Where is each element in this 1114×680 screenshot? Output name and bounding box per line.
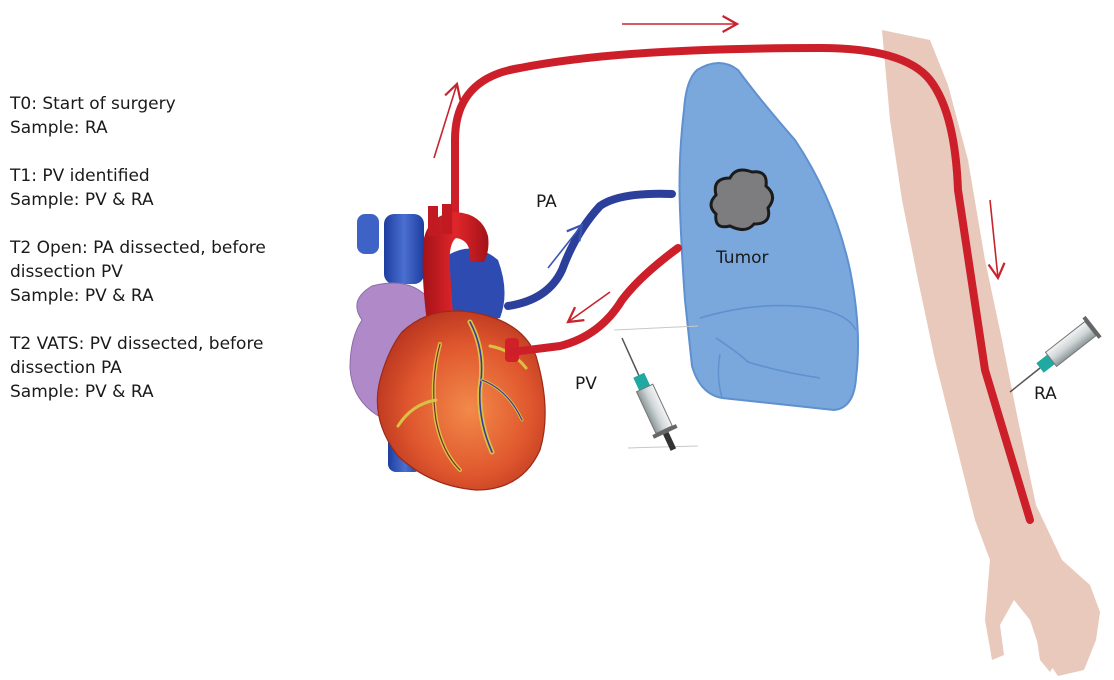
- legend-t2-vats-detail: dissection PA: [10, 356, 330, 380]
- sampling-legend: T0: Start of surgery Sample: RA T1: PV i…: [10, 92, 330, 428]
- legend-t1-sample: Sample: PV & RA: [10, 188, 330, 212]
- legend-t1: T1: PV identified Sample: PV & RA: [10, 164, 330, 212]
- lung: [680, 63, 859, 410]
- lung-lobe: [680, 63, 859, 410]
- syringe-ra: [1010, 316, 1102, 392]
- label-ra: RA: [1034, 384, 1057, 404]
- syringe-pv-barrel: [636, 384, 672, 433]
- vein-branch-left: [357, 214, 379, 254]
- vena-cava-superior: [384, 214, 424, 284]
- syringe-pv-frame-top: [614, 326, 698, 330]
- heart: [350, 204, 545, 490]
- aorta-branch-2: [442, 204, 452, 234]
- label-tumor: Tumor: [716, 248, 769, 268]
- syringe-pv-frame-bottom: [628, 446, 698, 448]
- syringe-pv-needle: [622, 338, 640, 378]
- syringe-pv-plunger: [663, 432, 676, 451]
- legend-t0: T0: Start of surgery Sample: RA: [10, 92, 330, 140]
- legend-t2-vats: T2 VATS: PV dissected, before dissection…: [10, 332, 330, 404]
- flow-arrow-descending: [990, 200, 998, 278]
- legend-t2-vats-time: T2 VATS: PV dissected, before: [10, 332, 330, 356]
- syringe-pv: [614, 326, 698, 455]
- legend-t0-sample: Sample: RA: [10, 116, 330, 140]
- legend-t1-time: T1: PV identified: [10, 164, 330, 188]
- label-pa: PA: [536, 192, 557, 212]
- legend-t2-vats-sample: Sample: PV & RA: [10, 380, 330, 404]
- label-pv: PV: [575, 374, 597, 394]
- legend-t2-open: T2 Open: PA dissected, before dissection…: [10, 236, 330, 308]
- legend-t0-time: T0: Start of surgery: [10, 92, 330, 116]
- legend-t2-open-time: T2 Open: PA dissected, before: [10, 236, 330, 260]
- aorta-branch-1: [428, 206, 438, 236]
- syringe-ra-barrel: [1045, 322, 1095, 367]
- legend-t2-open-detail: dissection PV: [10, 260, 330, 284]
- legend-t2-open-sample: Sample: PV & RA: [10, 284, 330, 308]
- pulmonary-artery-vessel: [508, 194, 672, 306]
- tumor: [711, 170, 773, 230]
